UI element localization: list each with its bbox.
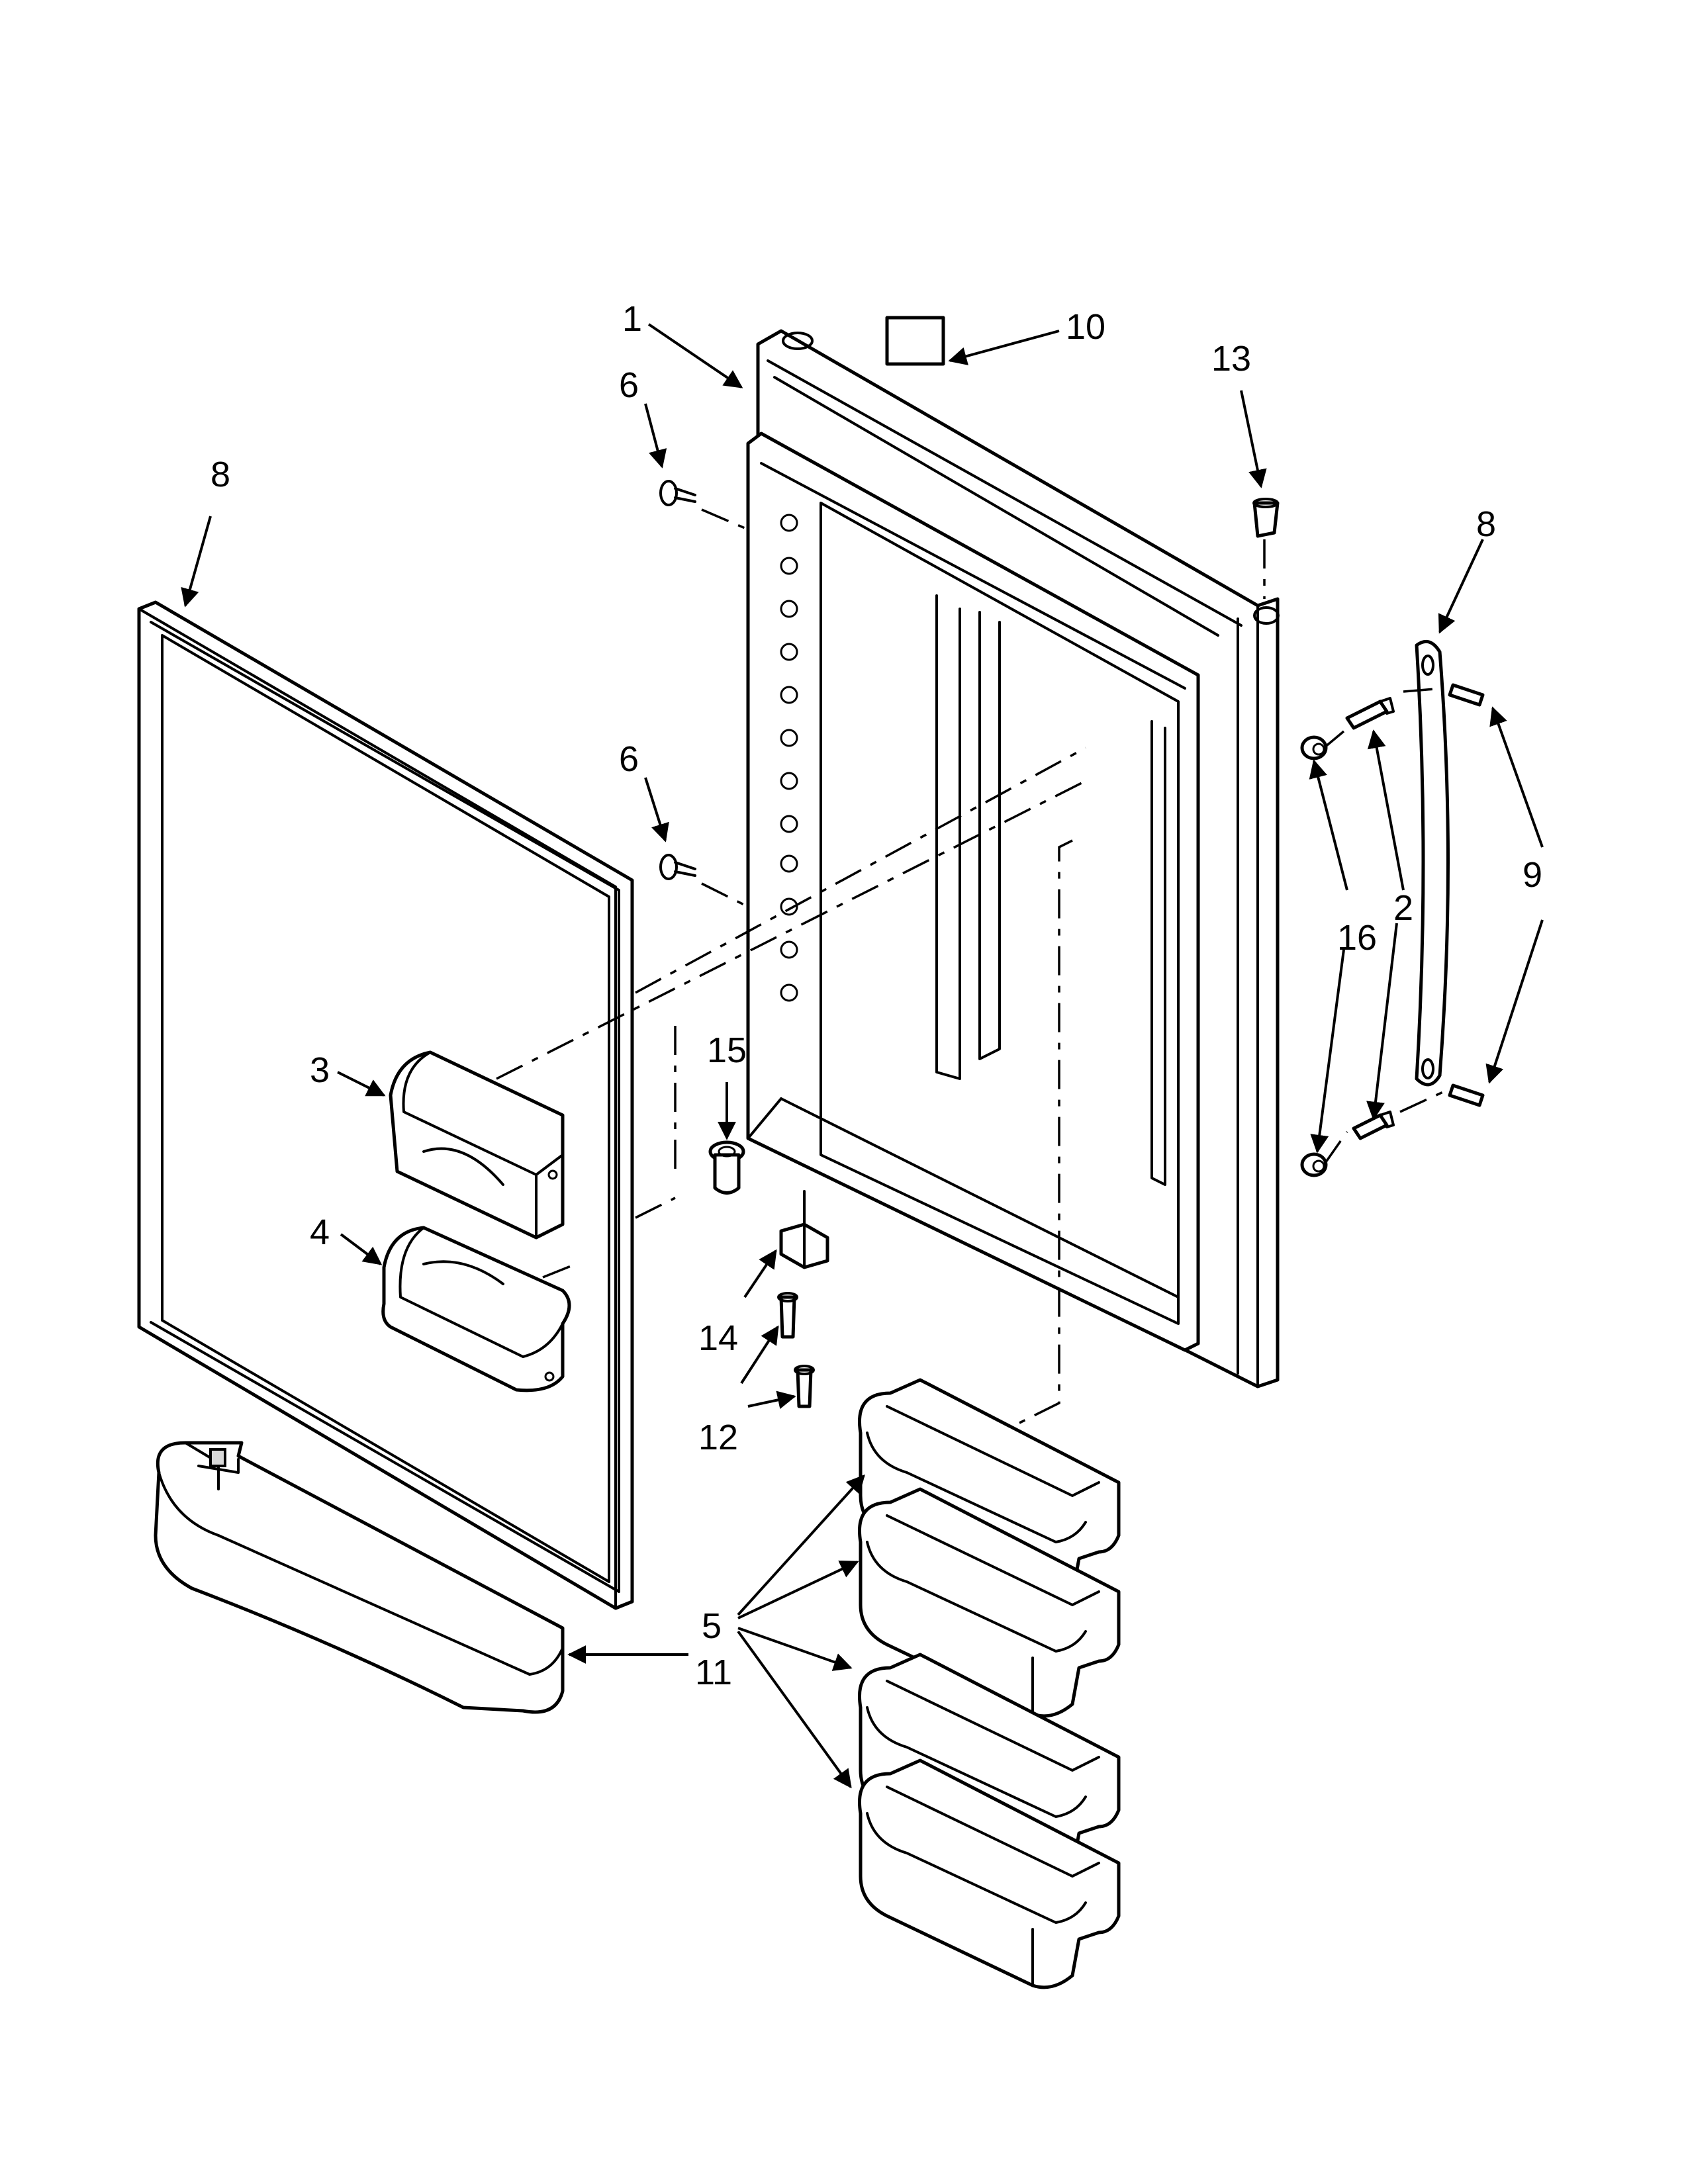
callout-14: 14 — [698, 1318, 738, 1358]
callout-6-mid: 6 — [619, 739, 639, 779]
door-handle — [1415, 639, 1450, 1087]
handle-screw-top — [1448, 683, 1485, 707]
callout-12: 12 — [698, 1418, 738, 1457]
callout-16: 16 — [1337, 918, 1377, 958]
shelf-ladder — [780, 514, 798, 1002]
door-frame — [746, 329, 1280, 1388]
callout-8-left: 8 — [211, 455, 230, 494]
callout-2: 2 — [1393, 888, 1413, 928]
callout-11: 11 — [695, 1653, 732, 1692]
spacer-bottom — [1300, 1152, 1328, 1177]
clip-screw-top — [777, 1292, 798, 1339]
callout-4: 4 — [310, 1212, 330, 1252]
plug — [1252, 498, 1280, 538]
callout-6-top: 6 — [619, 365, 639, 405]
callout-13: 13 — [1211, 339, 1251, 379]
callout-10: 10 — [1066, 307, 1105, 347]
light-socket — [708, 1140, 745, 1195]
callout-labels: 1 10 13 6 8 8 6 9 2 16 15 3 4 14 12 5 11 — [211, 299, 1542, 1692]
callout-3: 3 — [310, 1050, 330, 1090]
leader-arrows — [181, 323, 1544, 1789]
label — [885, 316, 945, 366]
dispenser-bin — [381, 1226, 571, 1392]
door-bin-4 — [858, 1758, 1121, 1989]
clip — [779, 1190, 829, 1269]
clip-screw-bottom — [794, 1365, 815, 1408]
shoulder-screw-top — [659, 480, 696, 506]
hinge-screw-top — [1345, 697, 1395, 730]
callout-15: 15 — [707, 1030, 747, 1070]
dispenser-cover — [389, 1050, 565, 1240]
callout-8-right: 8 — [1476, 504, 1496, 544]
callout-5: 5 — [702, 1606, 722, 1646]
callout-9: 9 — [1523, 855, 1542, 895]
spacer-top — [1300, 735, 1328, 760]
handle-screw-bottom — [1448, 1083, 1485, 1107]
bottom-door-bin — [154, 1441, 565, 1714]
shoulder-screw-mid — [659, 854, 696, 880]
assembly-lines — [496, 508, 1444, 1424]
callout-1: 1 — [622, 299, 642, 339]
